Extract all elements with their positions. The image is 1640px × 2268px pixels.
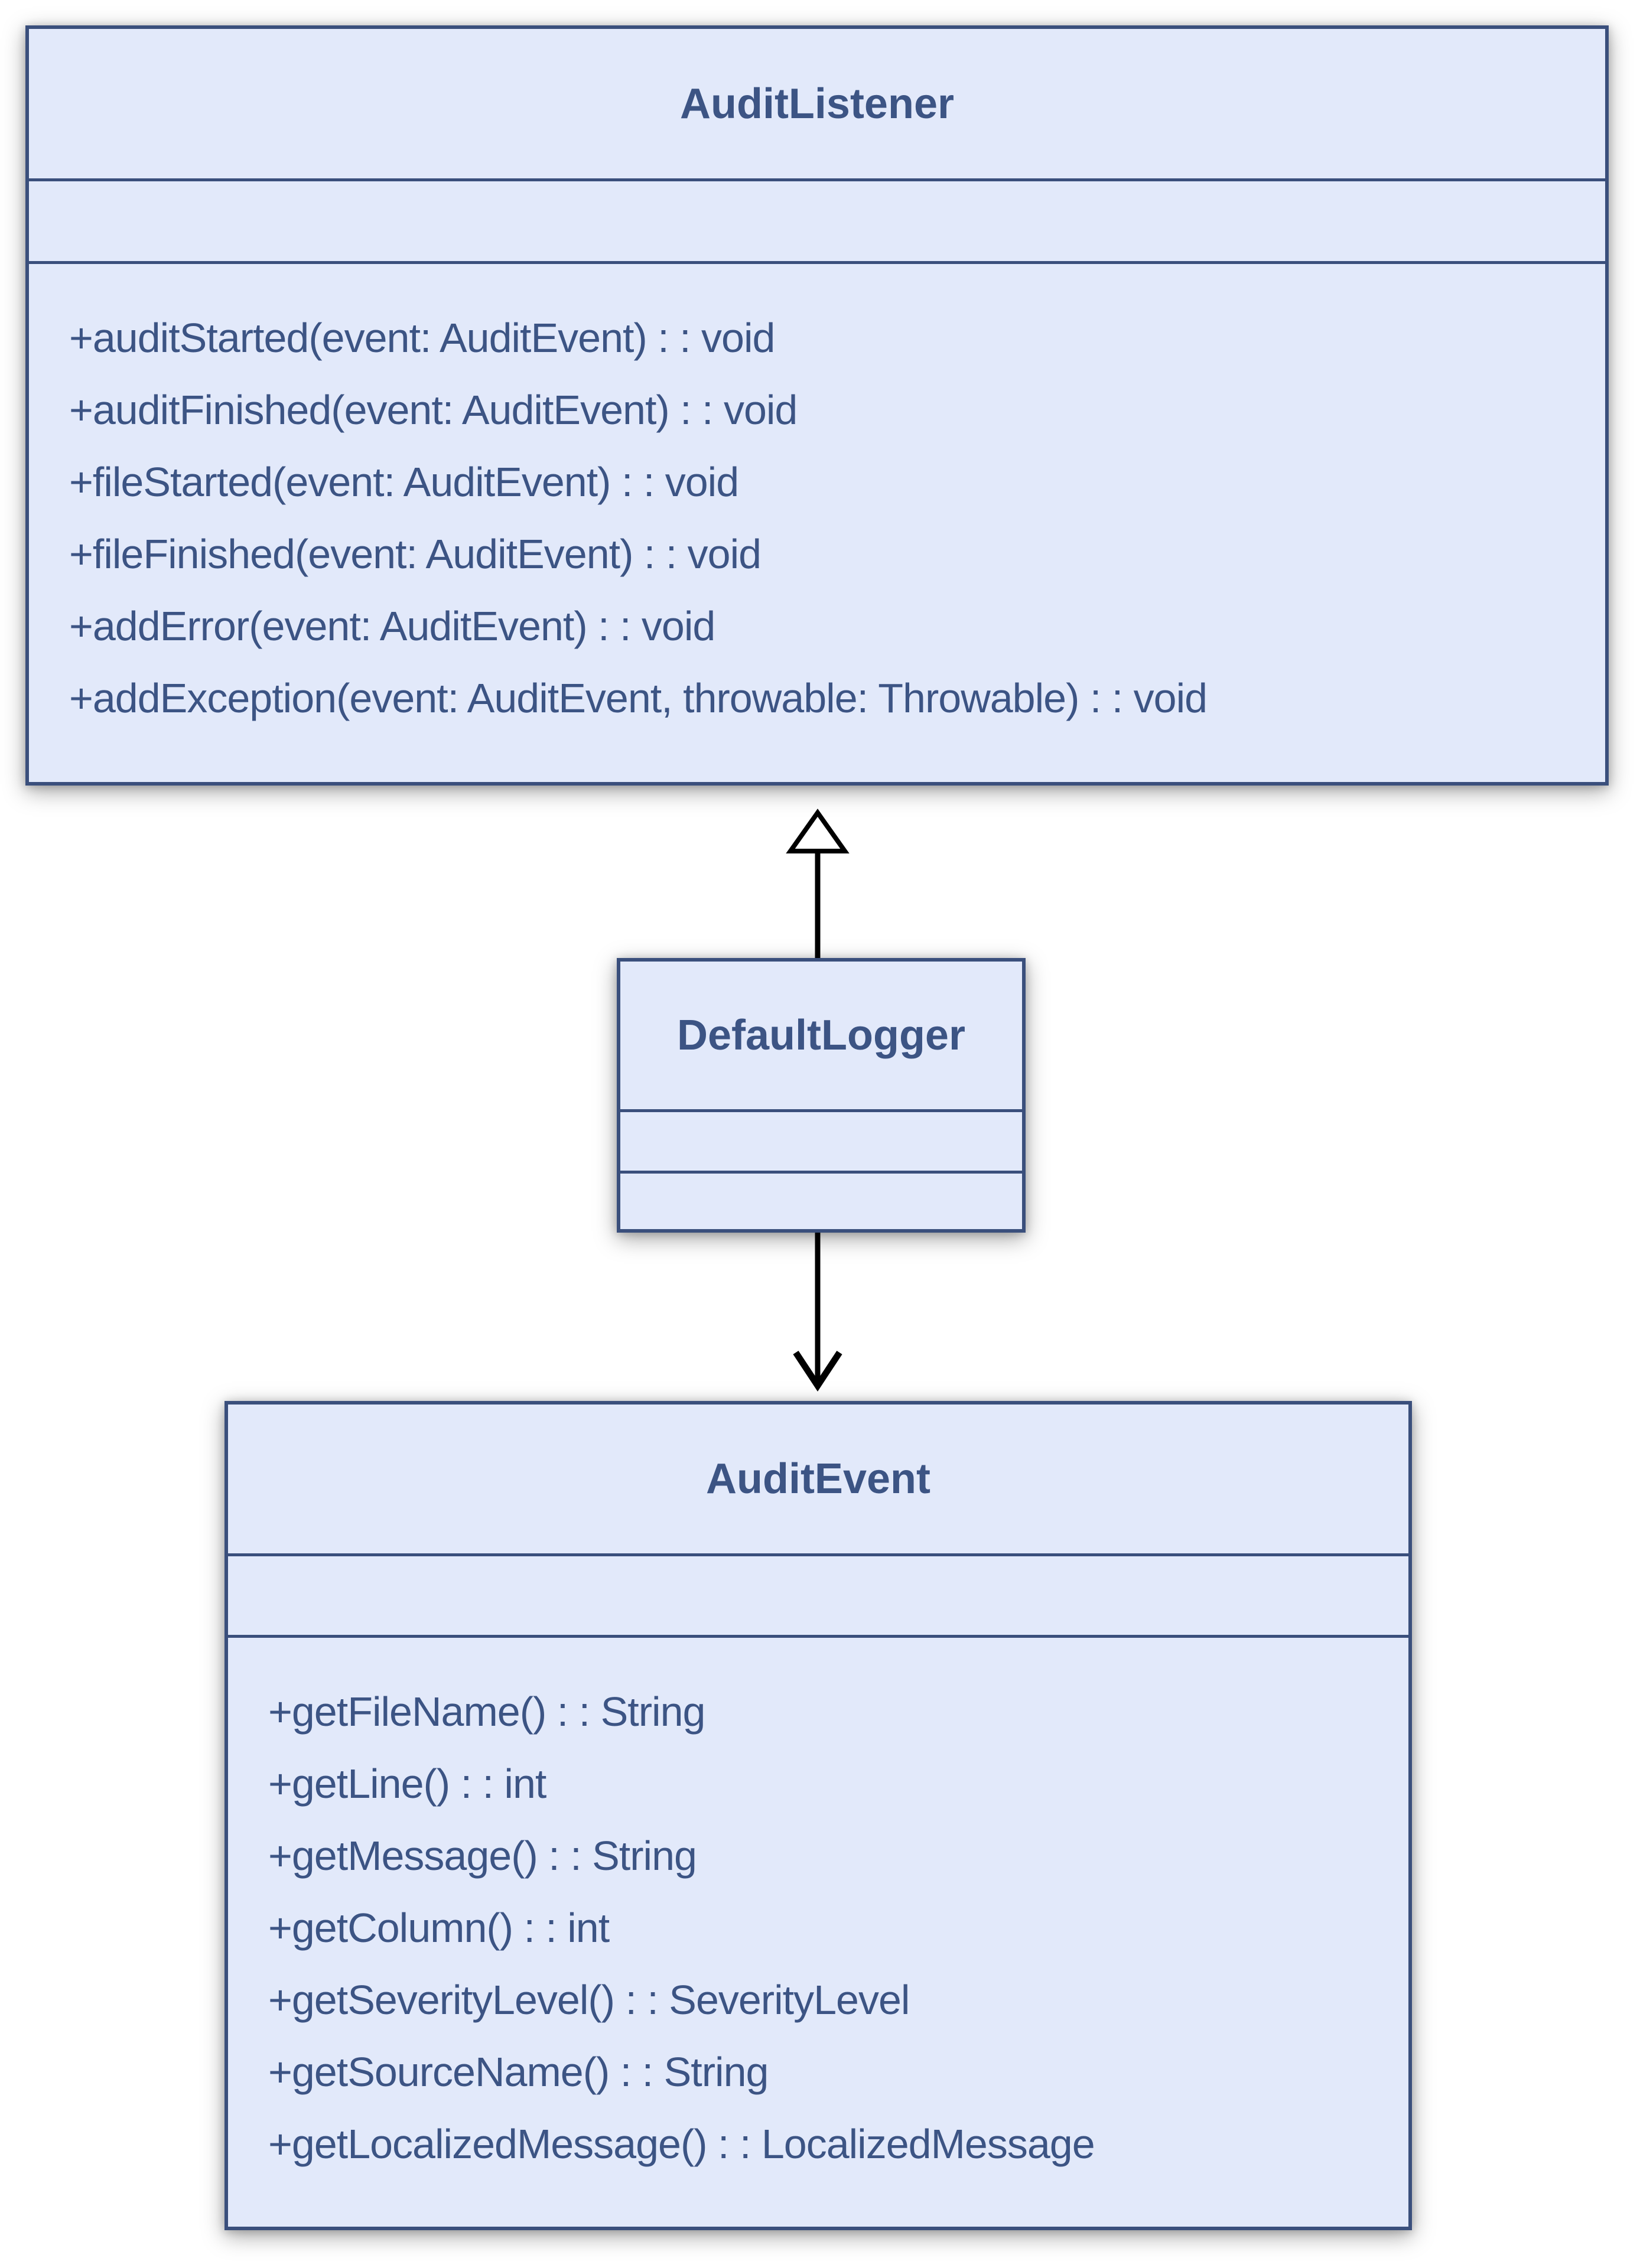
method-item: +getLocalizedMessage() : : LocalizedMess… [268, 2121, 1095, 2167]
attributes-compartment-auditevent [228, 1553, 1408, 1635]
class-title-auditlistener: AuditListener [679, 80, 955, 128]
method-item: +addException(event: AuditEvent, throwab… [69, 675, 1208, 721]
method-item: +fileFinished(event: AuditEvent) : : voi… [69, 531, 762, 577]
methods-compartment-auditevent: +getFileName() : : String +getLine() : : … [228, 1635, 1408, 2227]
method-item: +getFileName() : : String [268, 1689, 705, 1735]
method-item: +getMessage() : : String [268, 1833, 697, 1879]
method-item: +auditStarted(event: AuditEvent) : : voi… [69, 315, 775, 361]
generalization-triangle-icon [786, 809, 850, 853]
method-item: +fileStarted(event: AuditEvent) : : void [69, 459, 739, 505]
method-item: +getLine() : : int [268, 1761, 546, 1807]
association-arrowhead-icon [793, 1350, 842, 1392]
class-title-defaultlogger: DefaultLogger [676, 1012, 965, 1059]
method-item: +getColumn() : : int [268, 1905, 610, 1951]
class-box-auditevent: AuditEvent +getFileName() : : String+get… [224, 1401, 1412, 2230]
method-item: +getSeverityLevel() : : SeverityLevel [268, 1977, 910, 2023]
methods-compartment-auditlistener: +auditStarted(event: AuditEvent) : : voi… [29, 261, 1605, 782]
class-box-defaultlogger: DefaultLogger [617, 958, 1026, 1233]
method-item: +addError(event: AuditEvent) : : void [69, 603, 715, 649]
class-title-auditevent: AuditEvent [705, 1455, 930, 1503]
attributes-compartment-defaultlogger [620, 1109, 1022, 1171]
methods-compartment-defaultlogger [620, 1171, 1022, 1229]
attributes-compartment-auditlistener [29, 178, 1605, 261]
class-box-auditlistener: AuditListener +auditStarted(event: Audit… [25, 25, 1609, 786]
method-item: +getSourceName() : : String [268, 2049, 769, 2095]
method-item: +auditFinished(event: AuditEvent) : : vo… [69, 387, 798, 433]
